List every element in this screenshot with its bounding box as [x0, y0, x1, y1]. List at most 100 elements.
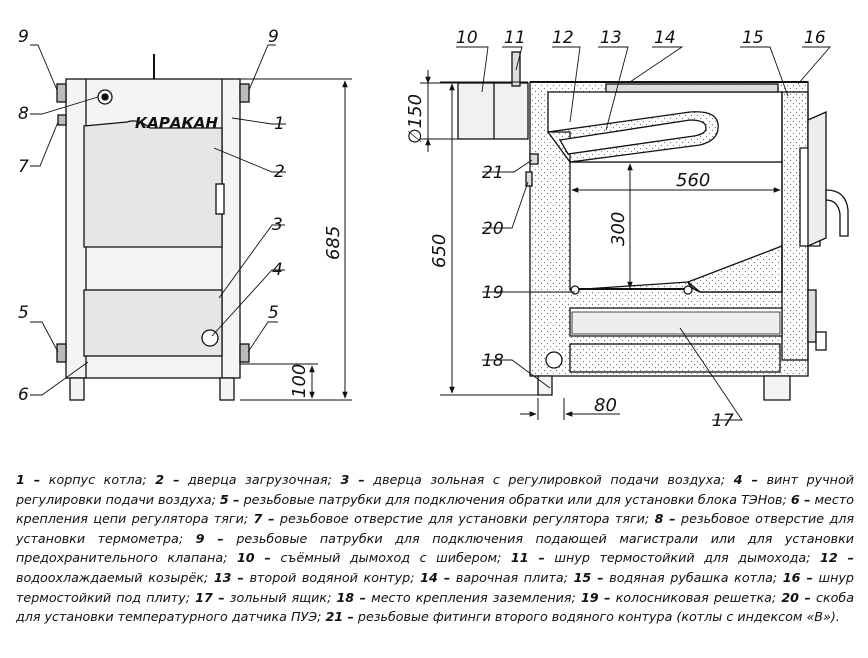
legend-number: 6 – — [790, 491, 811, 507]
callout-9-right: 9 — [268, 27, 279, 47]
dim-side-height: 650 — [429, 234, 450, 268]
legend-item-1: 1 – корпус котла; — [16, 472, 155, 487]
legend-item-12: 12 – водоохлаждаемый козырёк; — [16, 550, 854, 585]
legend-item-11: 11 – шнур термостойкий для дымохода; — [511, 550, 820, 565]
legend-item-16: 16 – шнур термостойкий под плиту; — [16, 570, 854, 605]
side-view — [457, 51, 849, 401]
ground-point — [545, 351, 563, 369]
legend-text: съёмный дымоход с шибером; — [270, 550, 511, 566]
legend-number: 11 – — [510, 550, 545, 566]
side-leaders — [456, 46, 831, 421]
legend-number: 18 – — [336, 589, 366, 605]
callout-11: 11 — [504, 28, 526, 48]
callout-15: 15 — [742, 28, 764, 48]
removable-chimney — [457, 82, 529, 140]
legend-text: резьбовые патрубки для подключения подаю… — [16, 530, 854, 566]
legend-text: винт ручной регулировки подачи воздуха; — [16, 472, 854, 507]
legend-item-14: 14 – варочная плита; — [420, 570, 573, 585]
front-leaders — [30, 44, 286, 396]
legend-number: 21 – — [325, 609, 354, 625]
legend-number: 16 – — [782, 569, 813, 585]
legend-text: колосниковая решетка; — [610, 589, 782, 605]
legend-number: 19 – — [580, 589, 611, 605]
front-view — [56, 54, 250, 401]
legend-item-18: 18 – место крепления заземления; — [336, 590, 580, 605]
callout-2: 2 — [274, 162, 285, 182]
legend-text: корпус котла; — [40, 472, 156, 487]
legend-item-21: 21 – резьбовые фитинги второго водяного … — [325, 609, 839, 624]
legend-text: дверца зольная с регулировкой подачи воз… — [364, 472, 734, 487]
legend-text: второй водяной контур; — [243, 569, 421, 585]
legend-number: 17 – — [195, 589, 225, 605]
dim-firebox-height: 300 — [608, 212, 629, 246]
callout-6: 6 — [18, 385, 29, 405]
callout-17: 17 — [712, 411, 734, 431]
legend-text: варочная плита; — [450, 569, 574, 585]
legend-text: место крепления заземления; — [366, 589, 581, 605]
legend-text: шнур термостойкий для дымохода; — [544, 550, 821, 566]
callout-21: 21 — [482, 163, 504, 183]
legend-number: 15 – — [573, 569, 604, 585]
legend-item-3: 3 – дверца зольная с регулировкой подачи… — [341, 472, 734, 487]
legend-number: 4 – — [733, 472, 758, 487]
callout-16: 16 — [804, 28, 826, 48]
callout-7: 7 — [18, 157, 29, 177]
callout-4: 4 — [272, 260, 283, 280]
legend-item-13: 13 – второй водяной контур; — [214, 570, 420, 585]
legend-text: скоба для установки температурного датчи… — [16, 589, 854, 625]
legend-number: 20 – — [781, 589, 811, 605]
side-callouts: 10 11 12 13 14 15 16 21 20 19 18 17 — [456, 28, 826, 431]
front-dimensions — [240, 78, 352, 401]
legend: 1 – корпус котла; 2 – дверца загрузочная… — [16, 470, 854, 627]
legend-item-5: 5 – резьбовые патрубки для подключения о… — [220, 492, 791, 507]
callout-12: 12 — [552, 28, 574, 48]
legend-number: 1 – — [16, 472, 41, 487]
callout-8: 8 — [18, 104, 29, 124]
legend-item-10: 10 – съёмный дымоход с шибером; — [237, 550, 511, 565]
dim-front-height: 685 — [323, 226, 344, 260]
legend-item-7: 7 – резьбовое отверстие для установки ре… — [254, 511, 655, 526]
legend-text: шнур термостойкий под плиту; — [16, 569, 854, 605]
legend-item-17: 17 – зольный ящик; — [195, 590, 336, 605]
boiler-drawing: КАРАКАН 685 100 9 9 8 1 7 2 3 4 5 5 6 — [18, 27, 849, 431]
ash-door — [83, 289, 223, 357]
legend-number: 9 – — [195, 530, 224, 546]
legend-number: 3 – — [340, 472, 365, 487]
legend-text: зольный ящик; — [224, 589, 337, 605]
legend-text: дверца загрузочная; — [179, 472, 341, 487]
side-dimensions — [420, 70, 781, 420]
callout-5-right: 5 — [268, 303, 279, 323]
legend-item-2: 2 – дверца загрузочная; — [155, 472, 340, 487]
legend-item-20: 20 – скоба для установки температурного … — [16, 590, 854, 625]
dim-side-leg: 80 — [594, 395, 617, 416]
callout-19: 19 — [482, 283, 504, 303]
brand-label: КАРАКАН — [135, 114, 218, 132]
callout-14: 14 — [654, 28, 676, 48]
legend-text: резьбовые патрубки для подключения обрат… — [239, 491, 791, 507]
legend-number: 10 – — [236, 550, 271, 566]
legend-number: 5 – — [219, 491, 240, 507]
legend-item-15: 15 – водяная рубашка котла; — [574, 570, 783, 585]
legend-number: 13 – — [213, 569, 244, 585]
legend-number: 14 – — [420, 569, 451, 585]
legend-text: водяная рубашка котла; — [603, 569, 783, 585]
legend-text: место крепления цепи регулятора тяги; — [16, 491, 854, 527]
callout-20: 20 — [482, 219, 504, 239]
legend-item-19: 19 – колосниковая решетка; — [581, 590, 781, 605]
legend-number: 2 – — [155, 472, 180, 487]
callout-5-left: 5 — [18, 303, 29, 323]
callout-1: 1 — [274, 114, 285, 134]
callout-3: 3 — [272, 215, 283, 235]
legend-text: резьбовые фитинги второго водяного конту… — [353, 609, 840, 625]
callout-13: 13 — [600, 28, 622, 48]
legend-item-4: 4 – винт ручной регулировки подачи возду… — [16, 472, 854, 507]
legend-text: резьбовое отверстие для установки регуля… — [274, 511, 655, 527]
callout-10: 10 — [456, 28, 478, 48]
callout-9-left: 9 — [18, 27, 29, 47]
dim-chimney-diameter: ∅150 — [405, 94, 426, 144]
legend-number: 7 – — [253, 511, 275, 527]
legend-item-8: 8 – резьбовое отверстие для установки те… — [16, 511, 854, 546]
loading-door — [83, 120, 223, 248]
callout-18: 18 — [482, 351, 504, 371]
dim-firebox-depth: 560 — [676, 170, 710, 191]
